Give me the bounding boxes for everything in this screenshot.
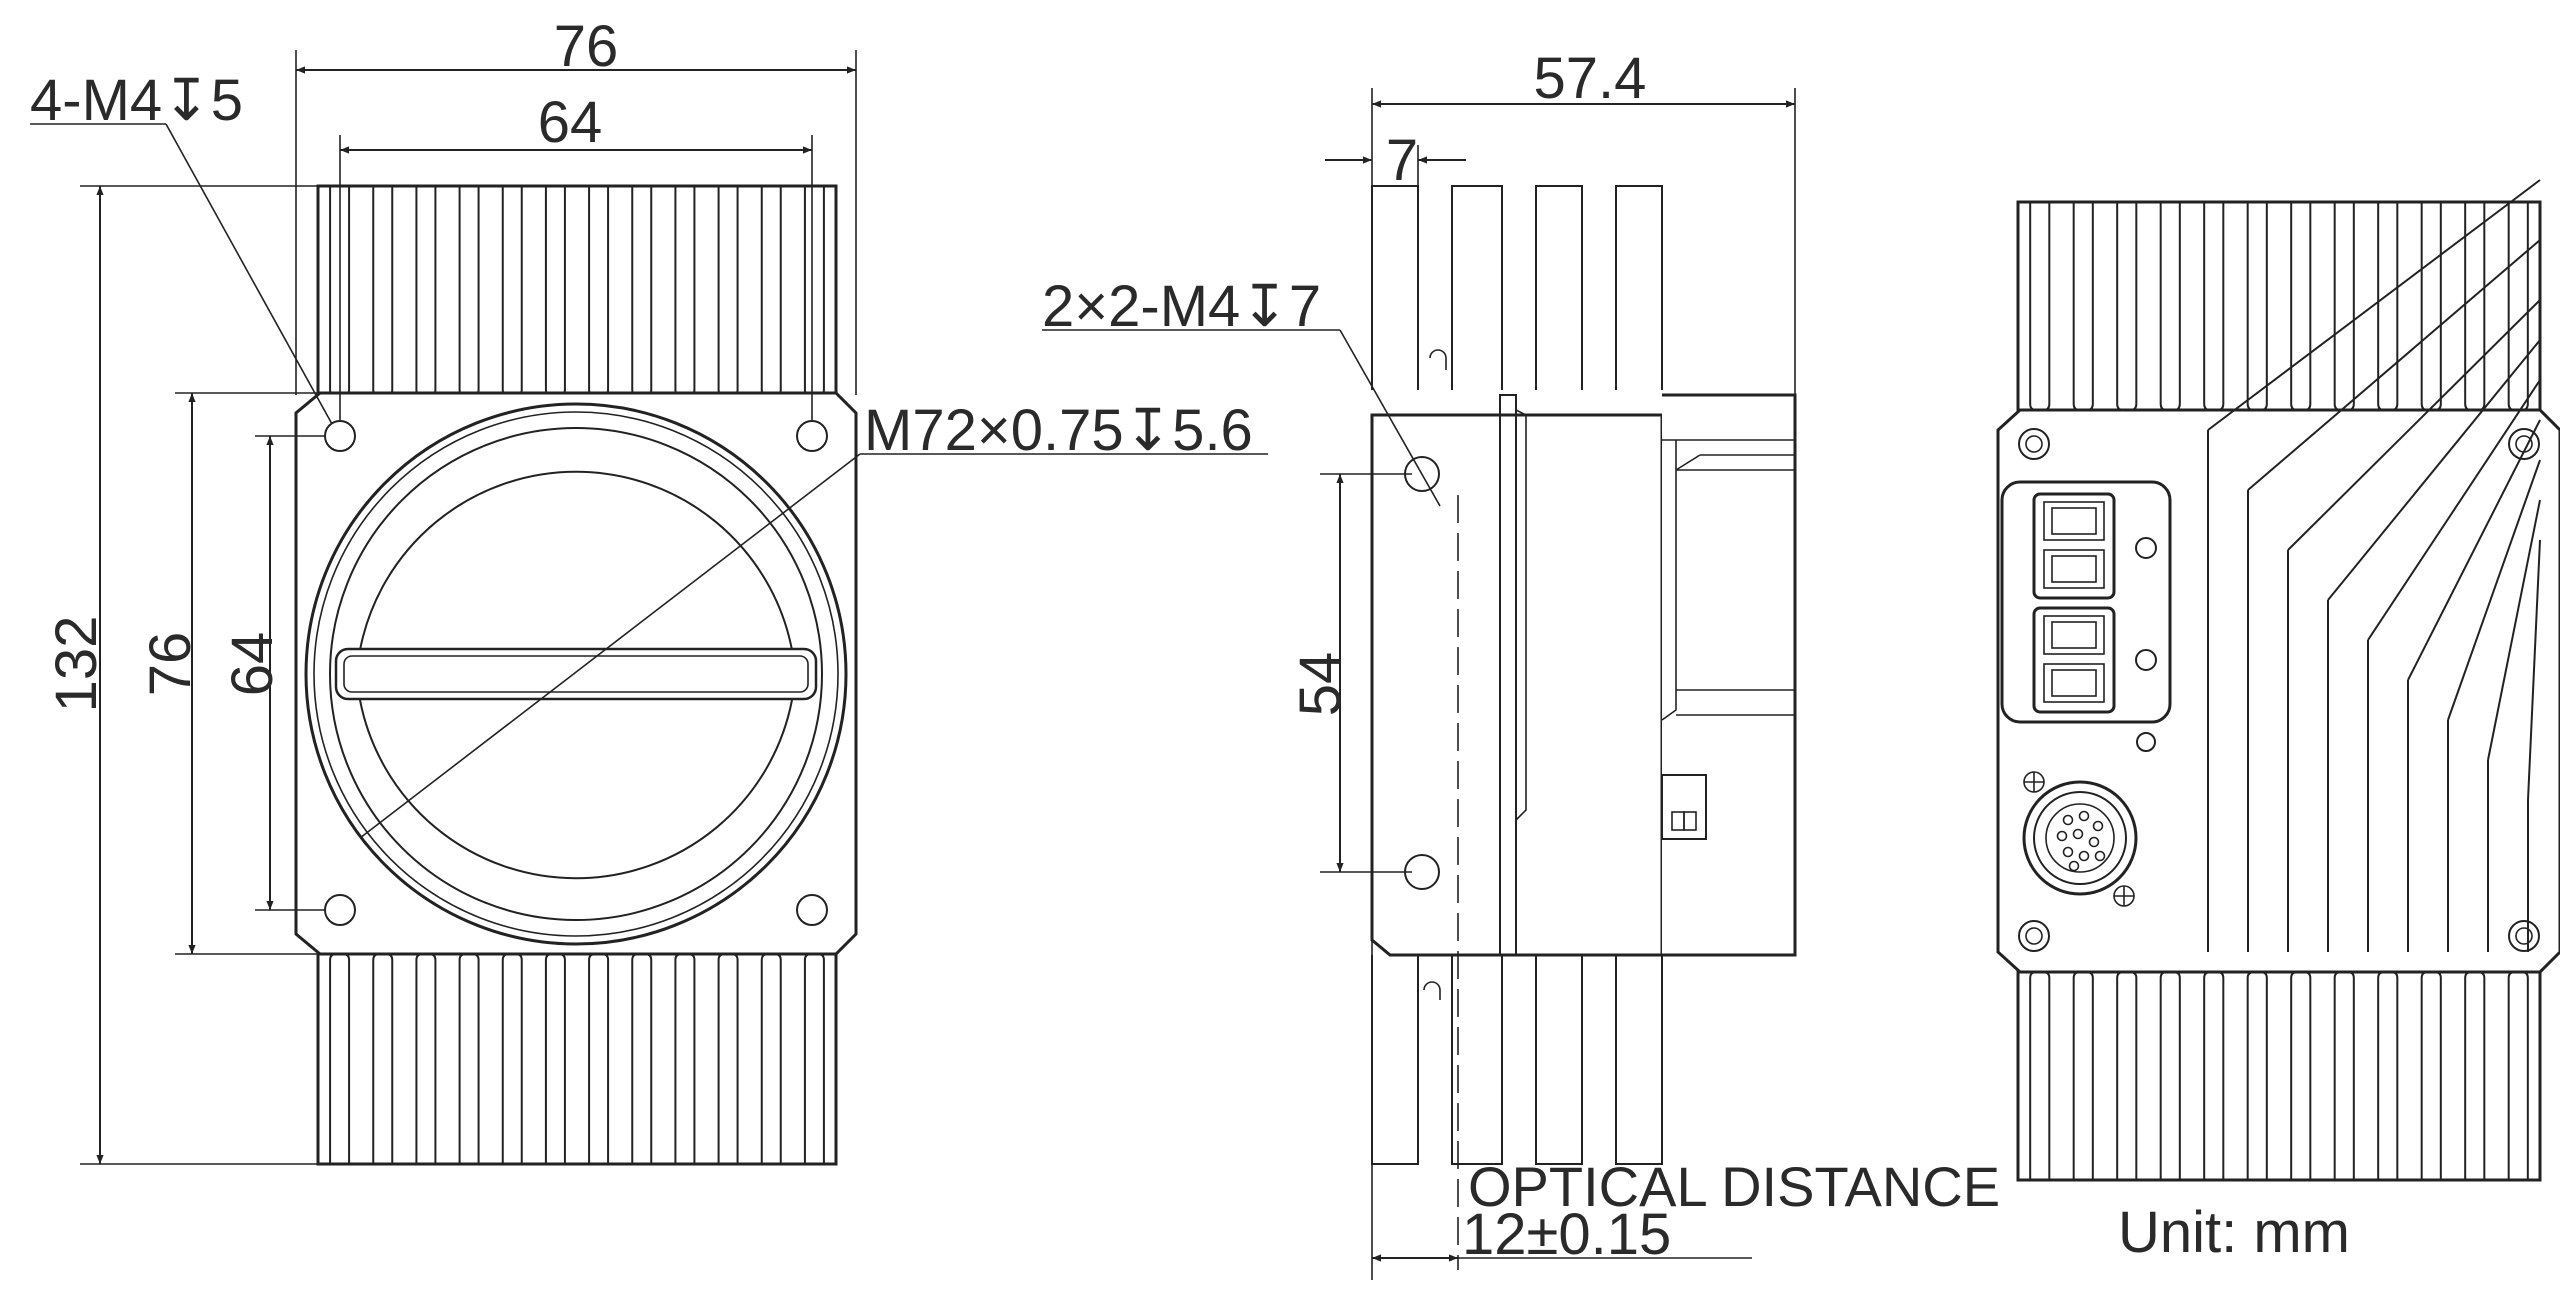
dim-optical-distance: OPTICAL DISTANCE 12±0.15 [1372, 1155, 2000, 1267]
side-holes-callout: 2×2-M4↧7 [1042, 274, 1321, 339]
dim-side-hole-spacing: 54 [1288, 473, 1412, 873]
dim-label-hole-spacing: 54 [1288, 652, 1353, 717]
side-view: 57.4 7 54 2×2-M4↧7 OPTICAL DISTANCE 12±0 [1042, 46, 2000, 1280]
dim-side-flange: 7 [1325, 128, 1466, 193]
rear-round-connector [2022, 771, 2138, 907]
dim-label-height-body: 76 [138, 632, 203, 697]
dim-label-depth: 57.4 [1534, 46, 1647, 111]
callout-mount-holes: 4-M4↧5 [30, 68, 333, 425]
front-view: 76 64 132 76 64 [30, 14, 1268, 1166]
optical-distance-label: OPTICAL DISTANCE [1468, 1155, 2000, 1218]
unit-label: Unit: mm [2118, 1200, 2350, 1265]
front-heatsink-top [316, 184, 838, 398]
dim-label-width-outer: 76 [554, 14, 619, 79]
side-heatsink-bottom [1371, 955, 1663, 1165]
dim-front-height-holes: 64 [220, 435, 325, 911]
dim-front-width-outer: 76 [295, 14, 857, 395]
front-heatsink-bottom [316, 952, 838, 1166]
dim-label-width-inner: 64 [538, 90, 603, 155]
dim-label-height-holes: 64 [220, 632, 285, 697]
optical-distance-value: 12±0.15 [1462, 1202, 1671, 1267]
dim-front-height-total: 132 [44, 185, 318, 1165]
rear-connector-panel [2000, 480, 2172, 752]
lens-mount [304, 402, 848, 946]
rear-heatsink-bottom [2016, 970, 2542, 1182]
side-body [1370, 393, 1797, 957]
callout-side-holes: 2×2-M4↧7 [1042, 274, 1441, 507]
dim-label-height-total: 132 [44, 616, 109, 713]
lens-mount-callout: M72×0.75↧5.6 [864, 398, 1253, 463]
mount-holes-callout: 4-M4↧5 [30, 68, 243, 133]
dim-front-height-body: 76 [138, 392, 320, 955]
side-heatsink-top [1371, 185, 1663, 390]
callout-lens-mount: M72×0.75↧5.6 [359, 398, 1268, 839]
rear-diagonal-ribs [2207, 179, 2541, 952]
dim-front-width-inner: 64 [339, 90, 813, 421]
rear-view: Unit: mm [1996, 179, 2560, 1265]
dim-side-depth: 57.4 [1371, 46, 1796, 398]
dim-label-flange: 7 [1386, 128, 1418, 193]
